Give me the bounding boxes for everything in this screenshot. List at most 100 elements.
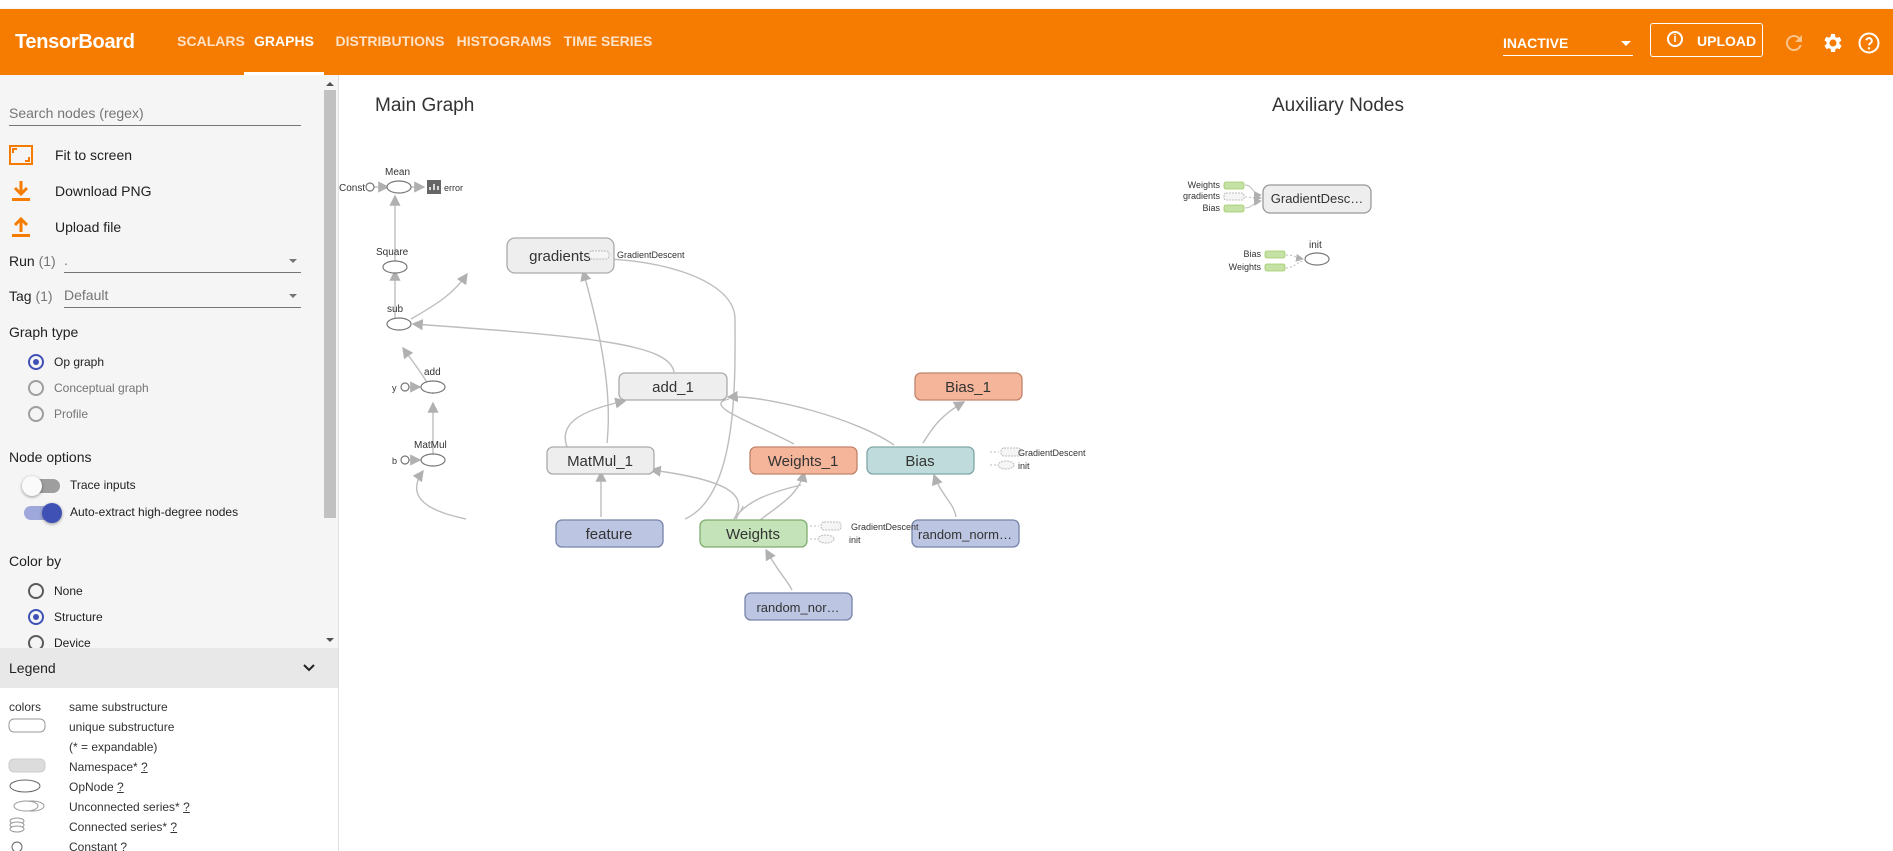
radio-profile[interactable]: [28, 406, 44, 422]
tab-distributions[interactable]: DISTRIBUTIONS: [335, 33, 445, 49]
sidebar-scrollbar[interactable]: [324, 80, 336, 642]
run-select[interactable]: .: [64, 250, 301, 273]
legend-unique-substructure: unique substructure: [69, 720, 175, 734]
gradients-label: gradients: [529, 248, 591, 265]
edge-feature-gradients: [585, 253, 736, 520]
radio-color-structure[interactable]: [28, 609, 44, 625]
conceptual-graph-label: Conceptual graph: [54, 381, 149, 395]
profile-label: Profile: [54, 407, 89, 421]
weights-gd-label: GradientDescent: [851, 522, 919, 532]
reload-icon[interactable]: [1782, 31, 1806, 55]
op-graph-label: Op graph: [54, 355, 105, 369]
run-label: Run (1): [9, 253, 56, 269]
main-graph-title: Main Graph: [375, 95, 475, 116]
b-label: b: [392, 456, 397, 466]
gear-icon[interactable]: [1820, 31, 1844, 55]
edge-weights-stub: [735, 505, 744, 520]
trace-inputs-toggle[interactable]: [22, 476, 60, 496]
scrollbar-thumb[interactable]: [324, 90, 336, 518]
window-top-strip: [0, 0, 1893, 9]
graph-canvas[interactable]: Main Graph Auxiliary Nodes: [339, 75, 1893, 851]
feature-label: feature: [586, 526, 633, 543]
add-label: add: [424, 367, 441, 378]
random-normal-a-label: random_norm…: [918, 527, 1012, 542]
auto-extract-label: Auto-extract high-degree nodes: [70, 505, 239, 519]
legend-same-substructure: same substructure: [69, 700, 168, 714]
download-icon: [12, 181, 30, 201]
edge-bias-bias1: [922, 401, 966, 444]
tag-select[interactable]: Default: [64, 285, 301, 308]
download-png-button[interactable]: Download PNG: [9, 179, 309, 203]
fit-to-screen-button[interactable]: Fit to screen: [9, 143, 309, 167]
aux-graph[interactable]: GradientDesc… init Weights gradients Bi: [1183, 180, 1372, 272]
legend-connected-series: Connected series* ?: [69, 820, 178, 834]
matmul-1-node: [546, 446, 655, 475]
trace-inputs-label: Trace inputs: [70, 478, 136, 492]
auto-extract-toggle[interactable]: [24, 503, 62, 523]
search-nodes-input[interactable]: [9, 101, 301, 126]
weights-1-label: Weights_1: [768, 453, 839, 470]
legend-title: Legend: [9, 660, 56, 676]
bias-node: [866, 446, 975, 475]
edge-matmul1-add1: [564, 397, 627, 448]
graph-svg[interactable]: Const Mean Square sub add MatMul y b err…: [339, 75, 1893, 851]
edge-random-weights: [765, 548, 793, 591]
aux-input-bias: Bias: [1202, 203, 1220, 213]
radio-op-graph[interactable]: [28, 354, 44, 370]
tab-time-series[interactable]: TIME SERIES: [563, 33, 653, 49]
group-nodes[interactable]: [506, 237, 1023, 621]
upload-file-button[interactable]: Upload file: [9, 215, 309, 239]
bias-1-node: [914, 372, 1023, 401]
gradient-descent-node: [1262, 184, 1372, 214]
matmul-op: [420, 453, 446, 467]
chart-icon: [429, 184, 439, 190]
gradient-descent-label: GradientDesc…: [1271, 191, 1363, 206]
tag-value: Default: [64, 287, 109, 303]
radio-conceptual-graph[interactable]: [28, 380, 44, 396]
color-none-label: None: [54, 584, 83, 598]
edge-sub-gradients: [410, 272, 468, 320]
edge-weights-matmul1: [649, 465, 740, 520]
graph-edges: [374, 181, 966, 591]
legend-expandable-note: (* = expandable): [69, 740, 158, 754]
upload-button[interactable]: i UPLOAD: [1650, 23, 1763, 57]
edge-bias-add1: [726, 390, 895, 446]
square-label: Square: [376, 247, 409, 258]
radio-color-device[interactable]: [28, 635, 44, 648]
square-op: [382, 260, 408, 274]
b-op: [400, 455, 410, 465]
chevron-down-icon: [303, 664, 315, 672]
bias-init-label: init: [1018, 461, 1030, 471]
random-normal-b-node: [744, 592, 853, 621]
add-1-node: [618, 372, 728, 401]
help-icon[interactable]: [1857, 31, 1881, 55]
aux-init-input-bias: Bias: [1243, 249, 1261, 259]
legend-header[interactable]: Legend: [0, 648, 338, 688]
gradients-node: [506, 237, 615, 274]
y-op: [400, 382, 410, 392]
color-device-label: Device: [54, 636, 91, 648]
tab-histograms[interactable]: HISTOGRAMS: [456, 33, 552, 49]
legend-constant: Constant ?: [69, 840, 128, 851]
bias-label: Bias: [905, 453, 934, 470]
aux-stubs: [588, 250, 1022, 544]
error-label: error: [444, 183, 463, 193]
legend-opnode: OpNode ?: [69, 780, 124, 794]
scroll-up-icon[interactable]: [326, 82, 334, 86]
color-by-title: Color by: [9, 553, 62, 569]
tab-scalars[interactable]: SCALARS: [177, 33, 245, 49]
reload-status-select[interactable]: INACTIVE: [1503, 31, 1633, 56]
chevron-down-icon: [1621, 41, 1631, 46]
bias-1-label: Bias_1: [945, 379, 991, 396]
legend-unconnected-series: Unconnected series* ?: [69, 800, 190, 814]
tab-graphs[interactable]: GRAPHS: [244, 9, 324, 75]
edge-weights-weights1: [758, 470, 808, 522]
edge-matmul1-gradients: [580, 269, 610, 444]
legend-namespace: Namespace* ?: [69, 760, 148, 774]
radio-color-none[interactable]: [28, 583, 44, 599]
unconnected-series-swatch: [13, 800, 45, 812]
sub-label: sub: [387, 304, 404, 315]
scroll-down-icon[interactable]: [326, 638, 334, 642]
color-structure-label: Structure: [54, 610, 103, 624]
connected-series-swatch: [9, 817, 25, 833]
